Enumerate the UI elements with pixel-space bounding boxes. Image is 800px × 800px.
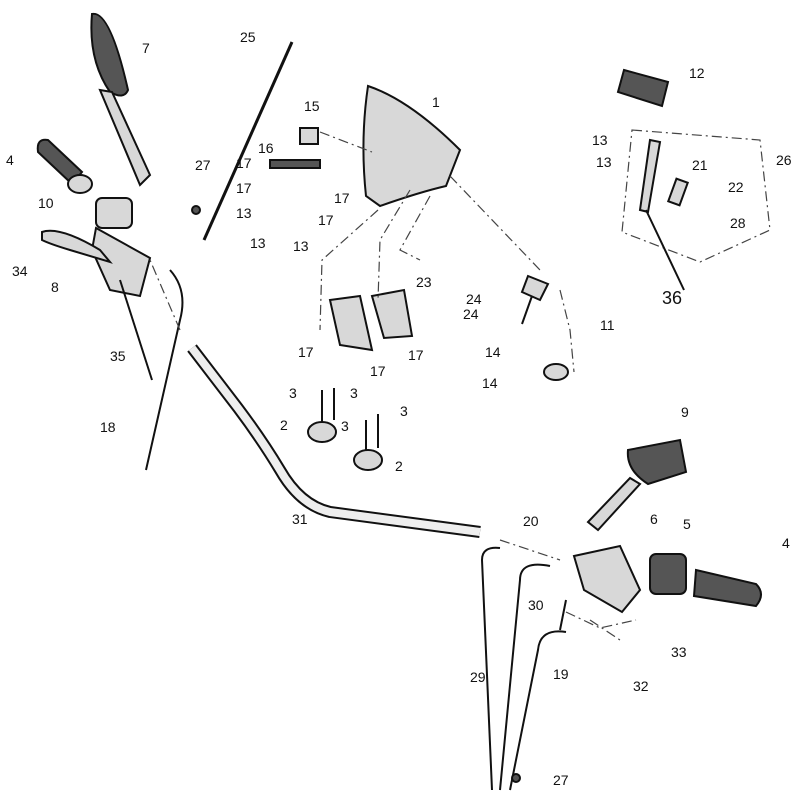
callout-4: 4 <box>782 535 790 551</box>
callout-13: 13 <box>250 235 266 251</box>
throttle-housing <box>572 544 642 614</box>
bolt-27-lower <box>511 773 521 783</box>
callout-27: 27 <box>195 157 211 173</box>
switch-housing-5 <box>649 553 687 595</box>
callout-34: 34 <box>12 263 28 279</box>
cable-30 <box>559 599 567 631</box>
callout-21: 21 <box>692 157 708 173</box>
bolts-3 <box>321 388 379 450</box>
callout-2: 2 <box>395 458 403 474</box>
callout-14: 14 <box>485 344 501 360</box>
right-mirror <box>626 438 688 486</box>
cable-25 <box>202 41 294 241</box>
callout-17: 17 <box>298 344 314 360</box>
callout-14: 14 <box>482 375 498 391</box>
group-32-outline <box>565 611 637 629</box>
callout-9: 9 <box>681 404 689 420</box>
callout-19: 19 <box>553 666 569 682</box>
cable-18 <box>145 269 184 471</box>
callout-24: 24 <box>466 291 482 307</box>
callout-36: 36 <box>662 288 682 308</box>
sensor-36-wire <box>645 209 685 291</box>
nut-14 <box>543 363 569 381</box>
callout-4: 4 <box>6 152 14 168</box>
callout-3: 3 <box>350 385 358 401</box>
cable-29 <box>480 546 501 791</box>
callout-17: 17 <box>408 347 424 363</box>
bracket-15-16 <box>269 127 321 169</box>
cable-19 <box>509 630 567 791</box>
bolt-27 <box>191 205 201 215</box>
callout-27: 27 <box>553 772 569 788</box>
callout-1: 1 <box>432 94 440 110</box>
callout-30: 30 <box>528 597 544 613</box>
right-grip <box>692 568 762 608</box>
callout-23: 23 <box>416 274 432 290</box>
brake-lever <box>41 229 113 264</box>
callout-13: 13 <box>293 238 309 254</box>
left-mirror <box>90 12 130 97</box>
handlebar-highlight <box>188 345 481 536</box>
holder-cap-left <box>307 421 337 443</box>
handlebar <box>187 344 481 538</box>
bracket-21 <box>666 177 690 207</box>
callout-29: 29 <box>470 669 486 685</box>
callout-11: 11 <box>600 317 615 333</box>
callout-12: 12 <box>689 65 705 81</box>
callout-3: 3 <box>400 403 408 419</box>
callout-17: 17 <box>236 155 252 171</box>
callout-24: 24 <box>463 306 479 322</box>
windscreen <box>362 84 462 208</box>
callout-10: 10 <box>38 195 54 211</box>
callout-22: 22 <box>728 179 744 195</box>
holder-cap-right <box>353 449 383 471</box>
callout-8: 8 <box>51 279 59 295</box>
left-grip <box>36 138 93 194</box>
callout-17: 17 <box>318 212 334 228</box>
callout-3: 3 <box>341 418 349 434</box>
group-26-outline <box>621 129 771 263</box>
cable-20 <box>499 563 551 791</box>
callout-5: 5 <box>683 516 691 532</box>
callout-13: 13 <box>236 205 252 221</box>
callout-13: 13 <box>592 132 608 148</box>
left-mirror-stem <box>98 88 152 187</box>
callout-31: 31 <box>292 511 308 527</box>
meter-12 <box>616 68 670 108</box>
callout-15: 15 <box>304 98 320 114</box>
callout-3: 3 <box>289 385 297 401</box>
handlebar-holder <box>328 288 414 352</box>
cable-35 <box>119 279 153 381</box>
callout-35: 35 <box>110 348 126 364</box>
callout-7: 7 <box>142 40 150 56</box>
assembly-leaders <box>149 131 621 641</box>
callout-25: 25 <box>240 29 256 45</box>
callout-18: 18 <box>100 419 116 435</box>
callout-6: 6 <box>650 511 658 527</box>
callout-33: 33 <box>671 644 687 660</box>
callout-20: 20 <box>523 513 539 529</box>
callout-17: 17 <box>370 363 386 379</box>
callout-13: 13 <box>596 154 612 170</box>
callout-32: 32 <box>633 678 649 694</box>
callout-16: 16 <box>258 140 274 156</box>
right-mirror-stem <box>586 476 642 532</box>
callout-17: 17 <box>334 190 350 206</box>
callout-2: 2 <box>280 417 288 433</box>
switch-11-rod <box>521 295 533 325</box>
switch-11 <box>520 274 550 302</box>
sensor-36 <box>638 138 662 214</box>
callout-26: 26 <box>776 152 792 168</box>
callout-17: 17 <box>236 180 252 196</box>
callout-28: 28 <box>730 215 746 231</box>
